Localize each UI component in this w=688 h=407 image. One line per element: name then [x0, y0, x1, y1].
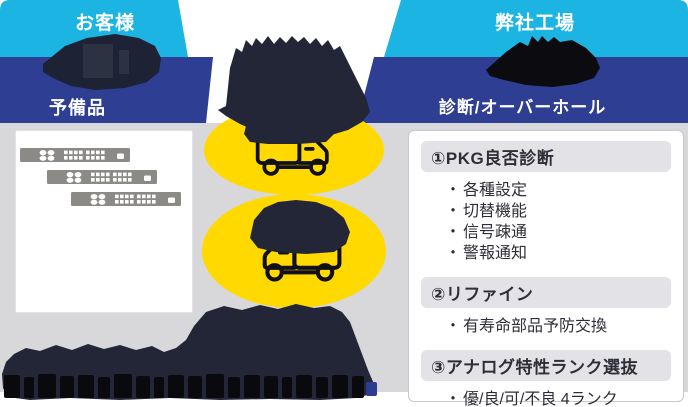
diagnosis-ribbon-label: 診断/オーバーホール [438, 98, 607, 117]
list-item: ・警報通知 [445, 245, 528, 262]
section-1-list: ・各種設定 ・切替機能 ・信号疎通 ・警報通知 [445, 180, 671, 264]
section-2-list: ・有寿命部品予防交換 [445, 316, 671, 337]
list-item: ・各種設定 [445, 182, 528, 199]
obscured-text-blob [4, 374, 364, 398]
building-icon [43, 34, 161, 90]
rack-equipment-icon [47, 170, 157, 184]
customer-title: お客様 [74, 13, 135, 34]
list-item: ・有寿命部品予防交換 [445, 318, 608, 335]
obscured-label-blob-circle2 [250, 200, 350, 254]
section-header-3: ③アナログ特性ランク選抜 [421, 350, 671, 381]
section-header-2: ②リファイン [421, 277, 671, 308]
obscured-caption-blob-bottom [2, 304, 377, 400]
factory-banner-shape [357, 0, 688, 123]
section-3-list: ・優/良/可/不良 4ランク [445, 389, 671, 407]
obscured-label-blob-circle1 [244, 106, 334, 144]
rack-equipment-icon [20, 148, 130, 162]
factory-icon [486, 36, 600, 87]
list-item: ・信号疎通 [445, 224, 528, 241]
spare-parts-box [15, 130, 193, 313]
list-item: ・優/良/可/不良 4ランク [445, 391, 618, 407]
rack-equipment-icon [71, 192, 181, 206]
list-item: ・切替機能 [445, 203, 528, 220]
factory-title: 弊社工場 [494, 13, 575, 34]
diagnosis-process-panel: ①PKG良否診断 ・各種設定 ・切替機能 ・信号疎通 ・警報通知 ②リファイン … [408, 130, 684, 407]
section-header-1: ①PKG良否診断 [421, 141, 671, 172]
spare-parts-ribbon-label: 予備品 [49, 98, 106, 118]
